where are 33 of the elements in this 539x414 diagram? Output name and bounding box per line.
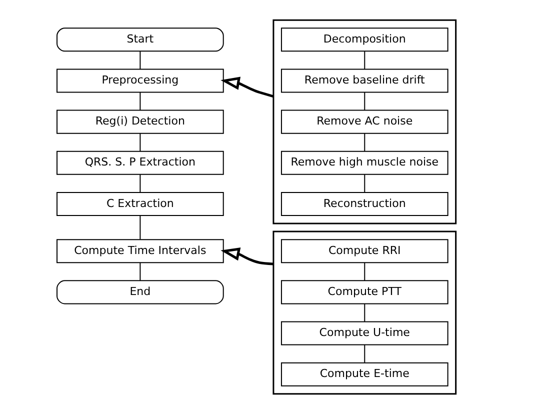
node-box: Compute RRI: [280, 239, 448, 264]
node-box: QRS. S. P Extraction: [56, 150, 224, 175]
node-box: Start: [56, 28, 224, 52]
connector: [139, 92, 140, 111]
connector: [139, 50, 140, 70]
node-box: C Extraction: [56, 192, 224, 216]
connector: [139, 174, 140, 193]
connector: [364, 262, 365, 281]
connector: [364, 303, 365, 322]
node-box: End: [56, 280, 224, 304]
node-box: Reg(i) Detection: [56, 110, 224, 134]
connector: [364, 174, 365, 193]
arrow: [220, 248, 274, 266]
connector: [139, 133, 140, 152]
node-box: Remove high muscle noise: [280, 150, 448, 175]
cluster: [272, 19, 456, 224]
node-box: Remove baseline drift: [280, 68, 448, 93]
node-box: Compute E-time: [280, 362, 448, 386]
connector: [139, 262, 140, 281]
node-box: Reconstruction: [280, 192, 448, 216]
node-box: Decomposition: [280, 28, 448, 52]
arrow: [220, 76, 274, 98]
node-box: Compute PTT: [280, 280, 448, 304]
connector: [364, 92, 365, 111]
node-box: Remove AC noise: [280, 110, 448, 134]
connector: [139, 215, 140, 240]
node-box: Compute Time Intervals: [56, 239, 224, 264]
node-box: Preprocessing: [56, 68, 224, 93]
connector: [364, 344, 365, 364]
connector: [364, 50, 365, 70]
cluster: [272, 230, 456, 395]
connector: [364, 133, 365, 152]
node-box: Compute U-time: [280, 321, 448, 346]
